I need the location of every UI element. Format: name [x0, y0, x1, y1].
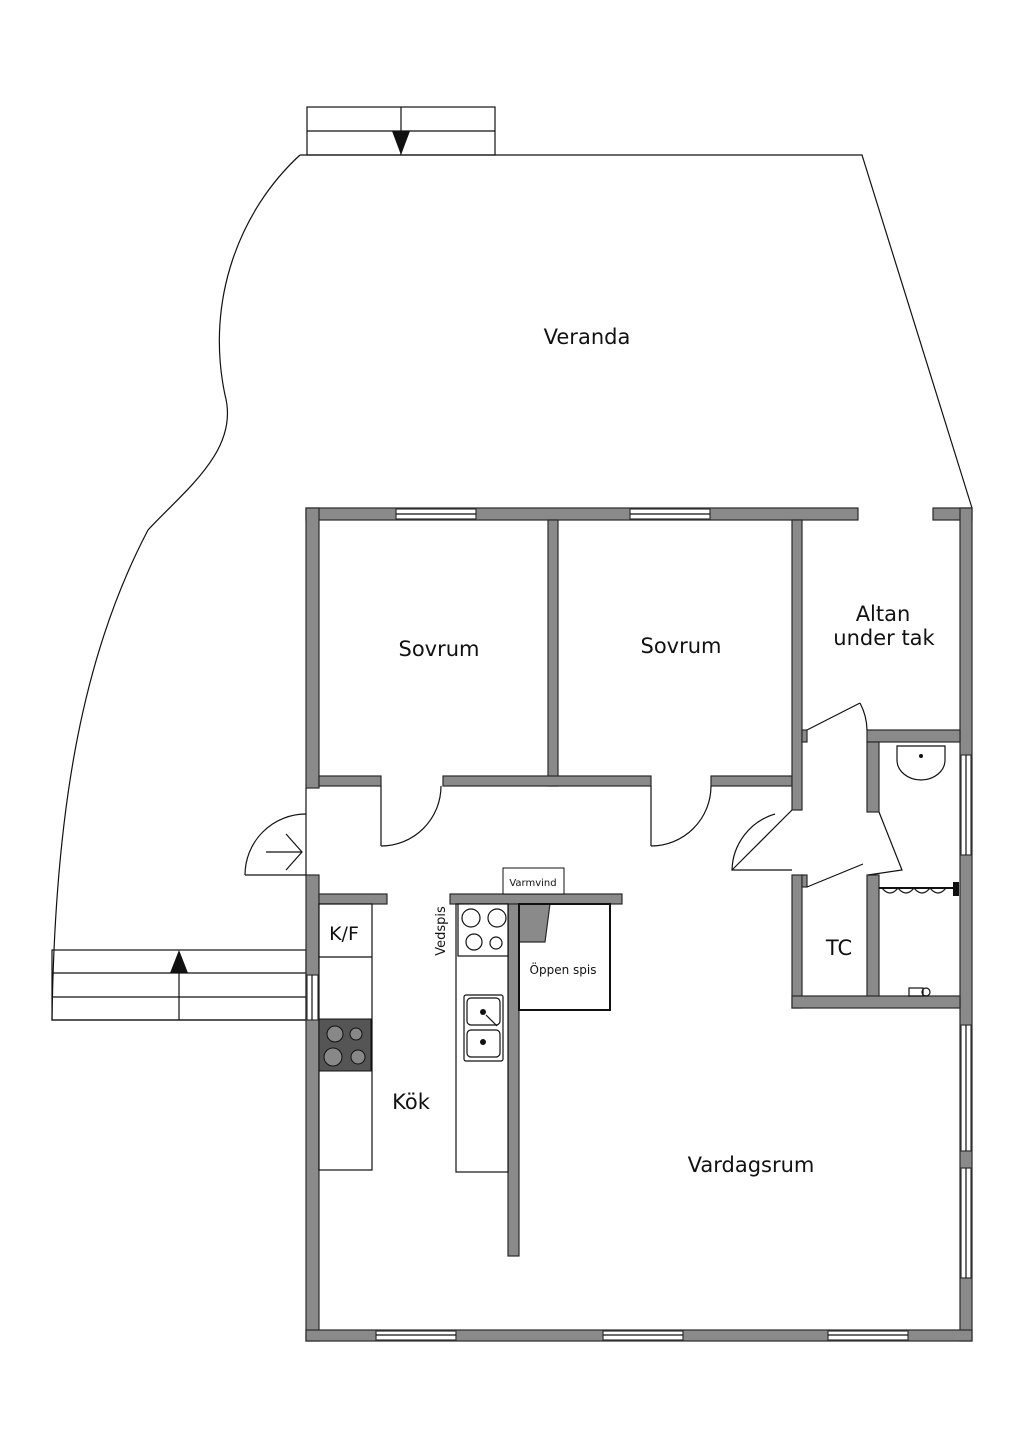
room-label-bedroom-1: Sovrum: [398, 637, 479, 661]
fridge-freezer-label: K/F: [329, 923, 359, 945]
stairs-up-arrow-icon: [170, 950, 188, 973]
fireplace-label: Öppen spis: [530, 961, 597, 977]
entrance-arrow-icon: [266, 833, 303, 871]
top-stairs: [306, 106, 496, 156]
wood-stove-icon: [457, 903, 509, 957]
room-label-altan-line2: under tak: [833, 626, 935, 650]
interior-walls: [318, 519, 961, 1257]
room-label-toilet: TC: [825, 936, 852, 960]
room-label-bedroom-2: Sovrum: [640, 634, 721, 658]
warm-attic-label: Varmvind: [509, 878, 556, 889]
shower-icon: [879, 882, 959, 896]
windows: [306, 508, 972, 1341]
bathroom-fixtures: [879, 745, 959, 997]
stove-icon: [318, 1018, 372, 1072]
room-label-kitchen: Kök: [392, 1090, 431, 1114]
room-label-veranda: Veranda: [544, 325, 631, 349]
left-stairs: [51, 949, 307, 1021]
room-label-living-room: Vardagsrum: [688, 1153, 815, 1177]
fireplace-hearth: [518, 903, 611, 1011]
toilet-icon: [908, 987, 931, 997]
wood-stove-label: Vedspis: [434, 906, 449, 956]
sink-icon: [463, 994, 504, 1062]
doors: [244, 702, 903, 888]
washbasin-icon: [896, 745, 946, 781]
kitchen-fixtures: [318, 867, 611, 1173]
warm-attic-box: [502, 867, 565, 895]
stairs-down-arrow-icon: [392, 131, 410, 155]
room-label-altan-line1: Altan: [856, 602, 911, 626]
